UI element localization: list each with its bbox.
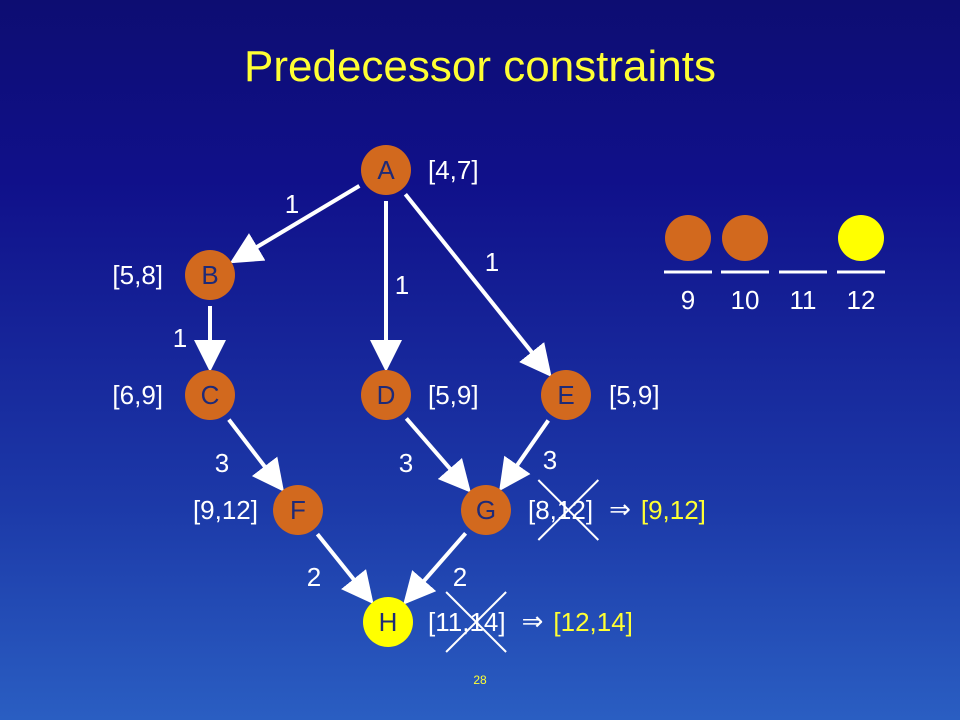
node-label-d: D bbox=[377, 380, 396, 410]
node-c bbox=[185, 370, 235, 420]
slide-title: Predecessor constraints bbox=[244, 42, 716, 91]
node-f bbox=[273, 485, 323, 535]
timeline-label-11: 11 bbox=[790, 285, 817, 315]
edge-weight-a-d: 1 bbox=[395, 270, 409, 300]
crossed-out-mark-g bbox=[537, 479, 600, 541]
timeline-label-9: 9 bbox=[681, 285, 695, 315]
edge-f-h bbox=[315, 532, 374, 605]
timeline-label-12: 12 bbox=[847, 285, 876, 315]
interval-c: [6,9] bbox=[112, 380, 163, 410]
node-a bbox=[361, 145, 411, 195]
timeline-marker-10 bbox=[722, 215, 768, 261]
node-b bbox=[185, 250, 235, 300]
edge-c-f bbox=[227, 418, 285, 492]
interval-a: [4,7] bbox=[428, 155, 479, 185]
edge-g-h bbox=[403, 532, 468, 605]
node-label-c: C bbox=[201, 380, 220, 410]
node-label-b: B bbox=[201, 260, 218, 290]
edge-a-b bbox=[229, 184, 361, 264]
implies-icon: ⇒ bbox=[609, 495, 631, 525]
node-d bbox=[361, 370, 411, 420]
node-label-h: H bbox=[379, 607, 398, 637]
interval-e: [5,9] bbox=[609, 380, 660, 410]
node-label-f: F bbox=[290, 495, 306, 525]
timeline-marker-12 bbox=[838, 215, 884, 261]
page-number: 28 bbox=[473, 673, 487, 687]
node-e bbox=[541, 370, 591, 420]
timeline: 9 10 11 12 bbox=[664, 215, 885, 315]
interval-f: [9,12] bbox=[193, 495, 258, 525]
interval-d: [5,9] bbox=[428, 380, 479, 410]
timeline-marker-9 bbox=[665, 215, 711, 261]
edge-weight-g-h: 2 bbox=[453, 562, 467, 592]
edge-weight-a-b: 1 bbox=[285, 189, 299, 219]
edge-weight-f-h: 2 bbox=[307, 562, 321, 592]
edge-weight-d-g: 3 bbox=[399, 448, 413, 478]
node-label-e: E bbox=[557, 380, 574, 410]
edge-weight-c-f: 3 bbox=[215, 448, 229, 478]
edge-d-g bbox=[404, 417, 471, 493]
crossed-out-mark-h bbox=[445, 591, 507, 653]
edge-weight-e-g: 3 bbox=[543, 445, 557, 475]
edge-e-g bbox=[499, 419, 550, 492]
edge-weight-b-c: 1 bbox=[173, 323, 187, 353]
edge-a-e bbox=[403, 192, 552, 378]
updated-interval-g: [9,12] bbox=[641, 495, 706, 525]
interval-b: [5,8] bbox=[112, 260, 163, 290]
timeline-label-10: 10 bbox=[731, 285, 760, 315]
interval-g: [8,12] bbox=[528, 495, 593, 525]
node-g bbox=[461, 485, 511, 535]
node-label-a: A bbox=[377, 155, 395, 185]
node-label-g: G bbox=[476, 495, 496, 525]
updated-interval-h: [12,14] bbox=[553, 607, 633, 637]
implies-icon: ⇒ bbox=[522, 607, 544, 637]
edge-weight-a-e: 1 bbox=[485, 247, 499, 277]
node-h bbox=[363, 597, 413, 647]
